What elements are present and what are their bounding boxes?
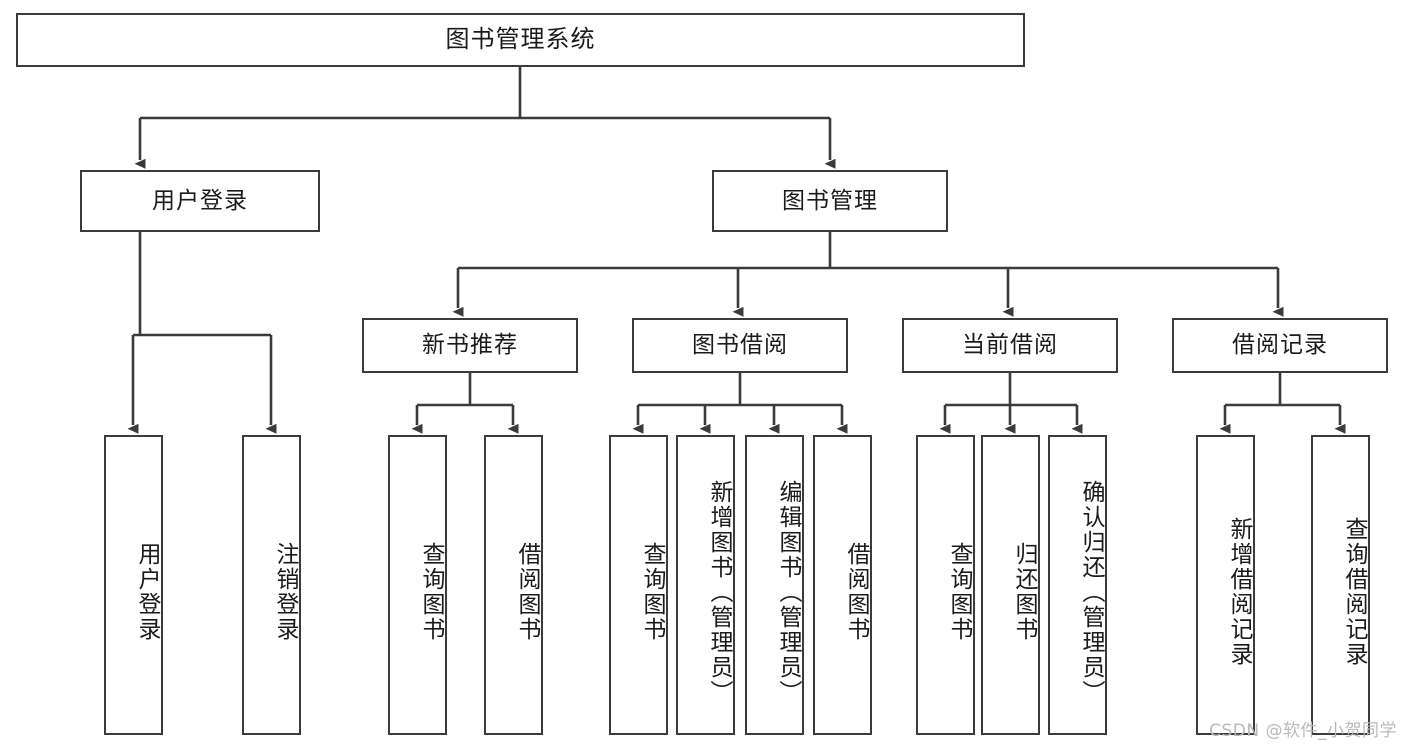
node-new-book-recommend[interactable]: 新书推荐 — [362, 318, 578, 373]
leaf-new-book-borrow[interactable]: 借阅图书 — [484, 435, 543, 735]
leaf-user-login-login[interactable]: 用户登录 — [104, 435, 163, 735]
csdn-watermark: CSDN @软件_小贺同学 — [1209, 721, 1397, 741]
leaf-record-add-record[interactable]: 新增借阅记录 — [1196, 435, 1255, 735]
leaf-label: 用户登录 — [134, 542, 160, 642]
leaf-borrow-add-book-admin[interactable]: 新增图书（管理员） — [676, 435, 735, 735]
leaf-borrow-edit-book-admin[interactable]: 编辑图书（管理员） — [745, 435, 804, 735]
node-current-borrow[interactable]: 当前借阅 — [902, 318, 1118, 373]
node-user-login[interactable]: 用户登录 — [80, 170, 320, 232]
leaf-new-book-query[interactable]: 查询图书 — [388, 435, 447, 735]
leaf-label: 新增借阅记录 — [1226, 517, 1252, 667]
leaf-borrow-query-book[interactable]: 查询图书 — [609, 435, 668, 735]
leaf-label: 借阅图书 — [514, 542, 540, 642]
node-book-borrow[interactable]: 图书借阅 — [632, 318, 848, 373]
leaf-label: 查询图书 — [418, 542, 444, 642]
leaf-label: 确认归还（管理员） — [1078, 479, 1104, 705]
leaf-label: 查询图书 — [639, 542, 665, 642]
leaf-label: 新增图书（管理员） — [706, 479, 732, 705]
leaf-label: 归还图书 — [1011, 542, 1037, 642]
leaf-label: 编辑图书（管理员） — [775, 479, 801, 705]
leaf-current-return-book[interactable]: 归还图书 — [981, 435, 1040, 735]
leaf-user-login-logout[interactable]: 注销登录 — [242, 435, 301, 735]
leaf-label: 查询借阅记录 — [1341, 517, 1367, 667]
node-borrow-record[interactable]: 借阅记录 — [1172, 318, 1388, 373]
node-root-system[interactable]: 图书管理系统 — [16, 13, 1025, 67]
node-book-management[interactable]: 图书管理 — [712, 170, 948, 232]
leaf-record-query-record[interactable]: 查询借阅记录 — [1311, 435, 1370, 735]
leaf-label: 注销登录 — [272, 542, 298, 642]
leaf-current-confirm-return-admin[interactable]: 确认归还（管理员） — [1048, 435, 1107, 735]
leaf-current-query-book[interactable]: 查询图书 — [916, 435, 975, 735]
leaf-label: 查询图书 — [946, 542, 972, 642]
leaf-label: 借阅图书 — [843, 542, 869, 642]
leaf-borrow-borrow-book[interactable]: 借阅图书 — [813, 435, 872, 735]
